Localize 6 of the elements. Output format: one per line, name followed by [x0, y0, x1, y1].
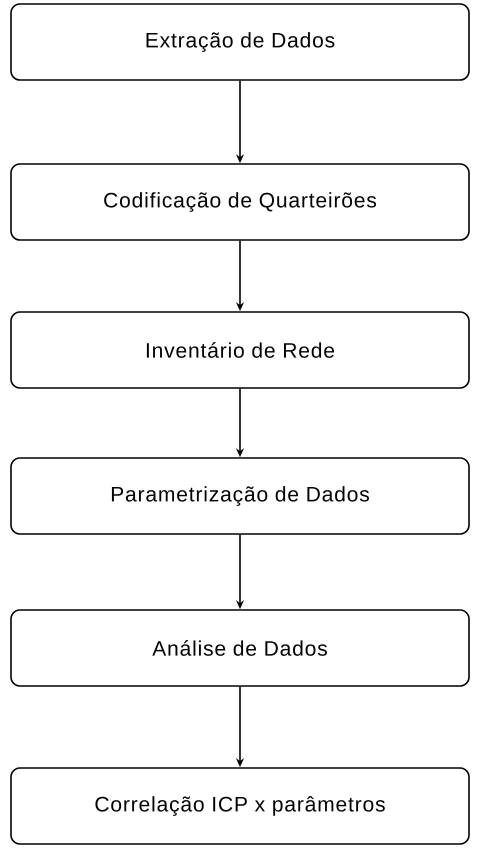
process-box: Parametrização de Dados — [10, 457, 470, 535]
process-box: Análise de Dados — [10, 609, 470, 687]
process-box: Correlação ICP x parâmetros — [10, 767, 470, 845]
process-box: Codificação de Quarteirões — [10, 163, 470, 241]
process-box: Inventário de Rede — [10, 311, 470, 389]
process-box: Extração de Dados — [10, 3, 470, 81]
